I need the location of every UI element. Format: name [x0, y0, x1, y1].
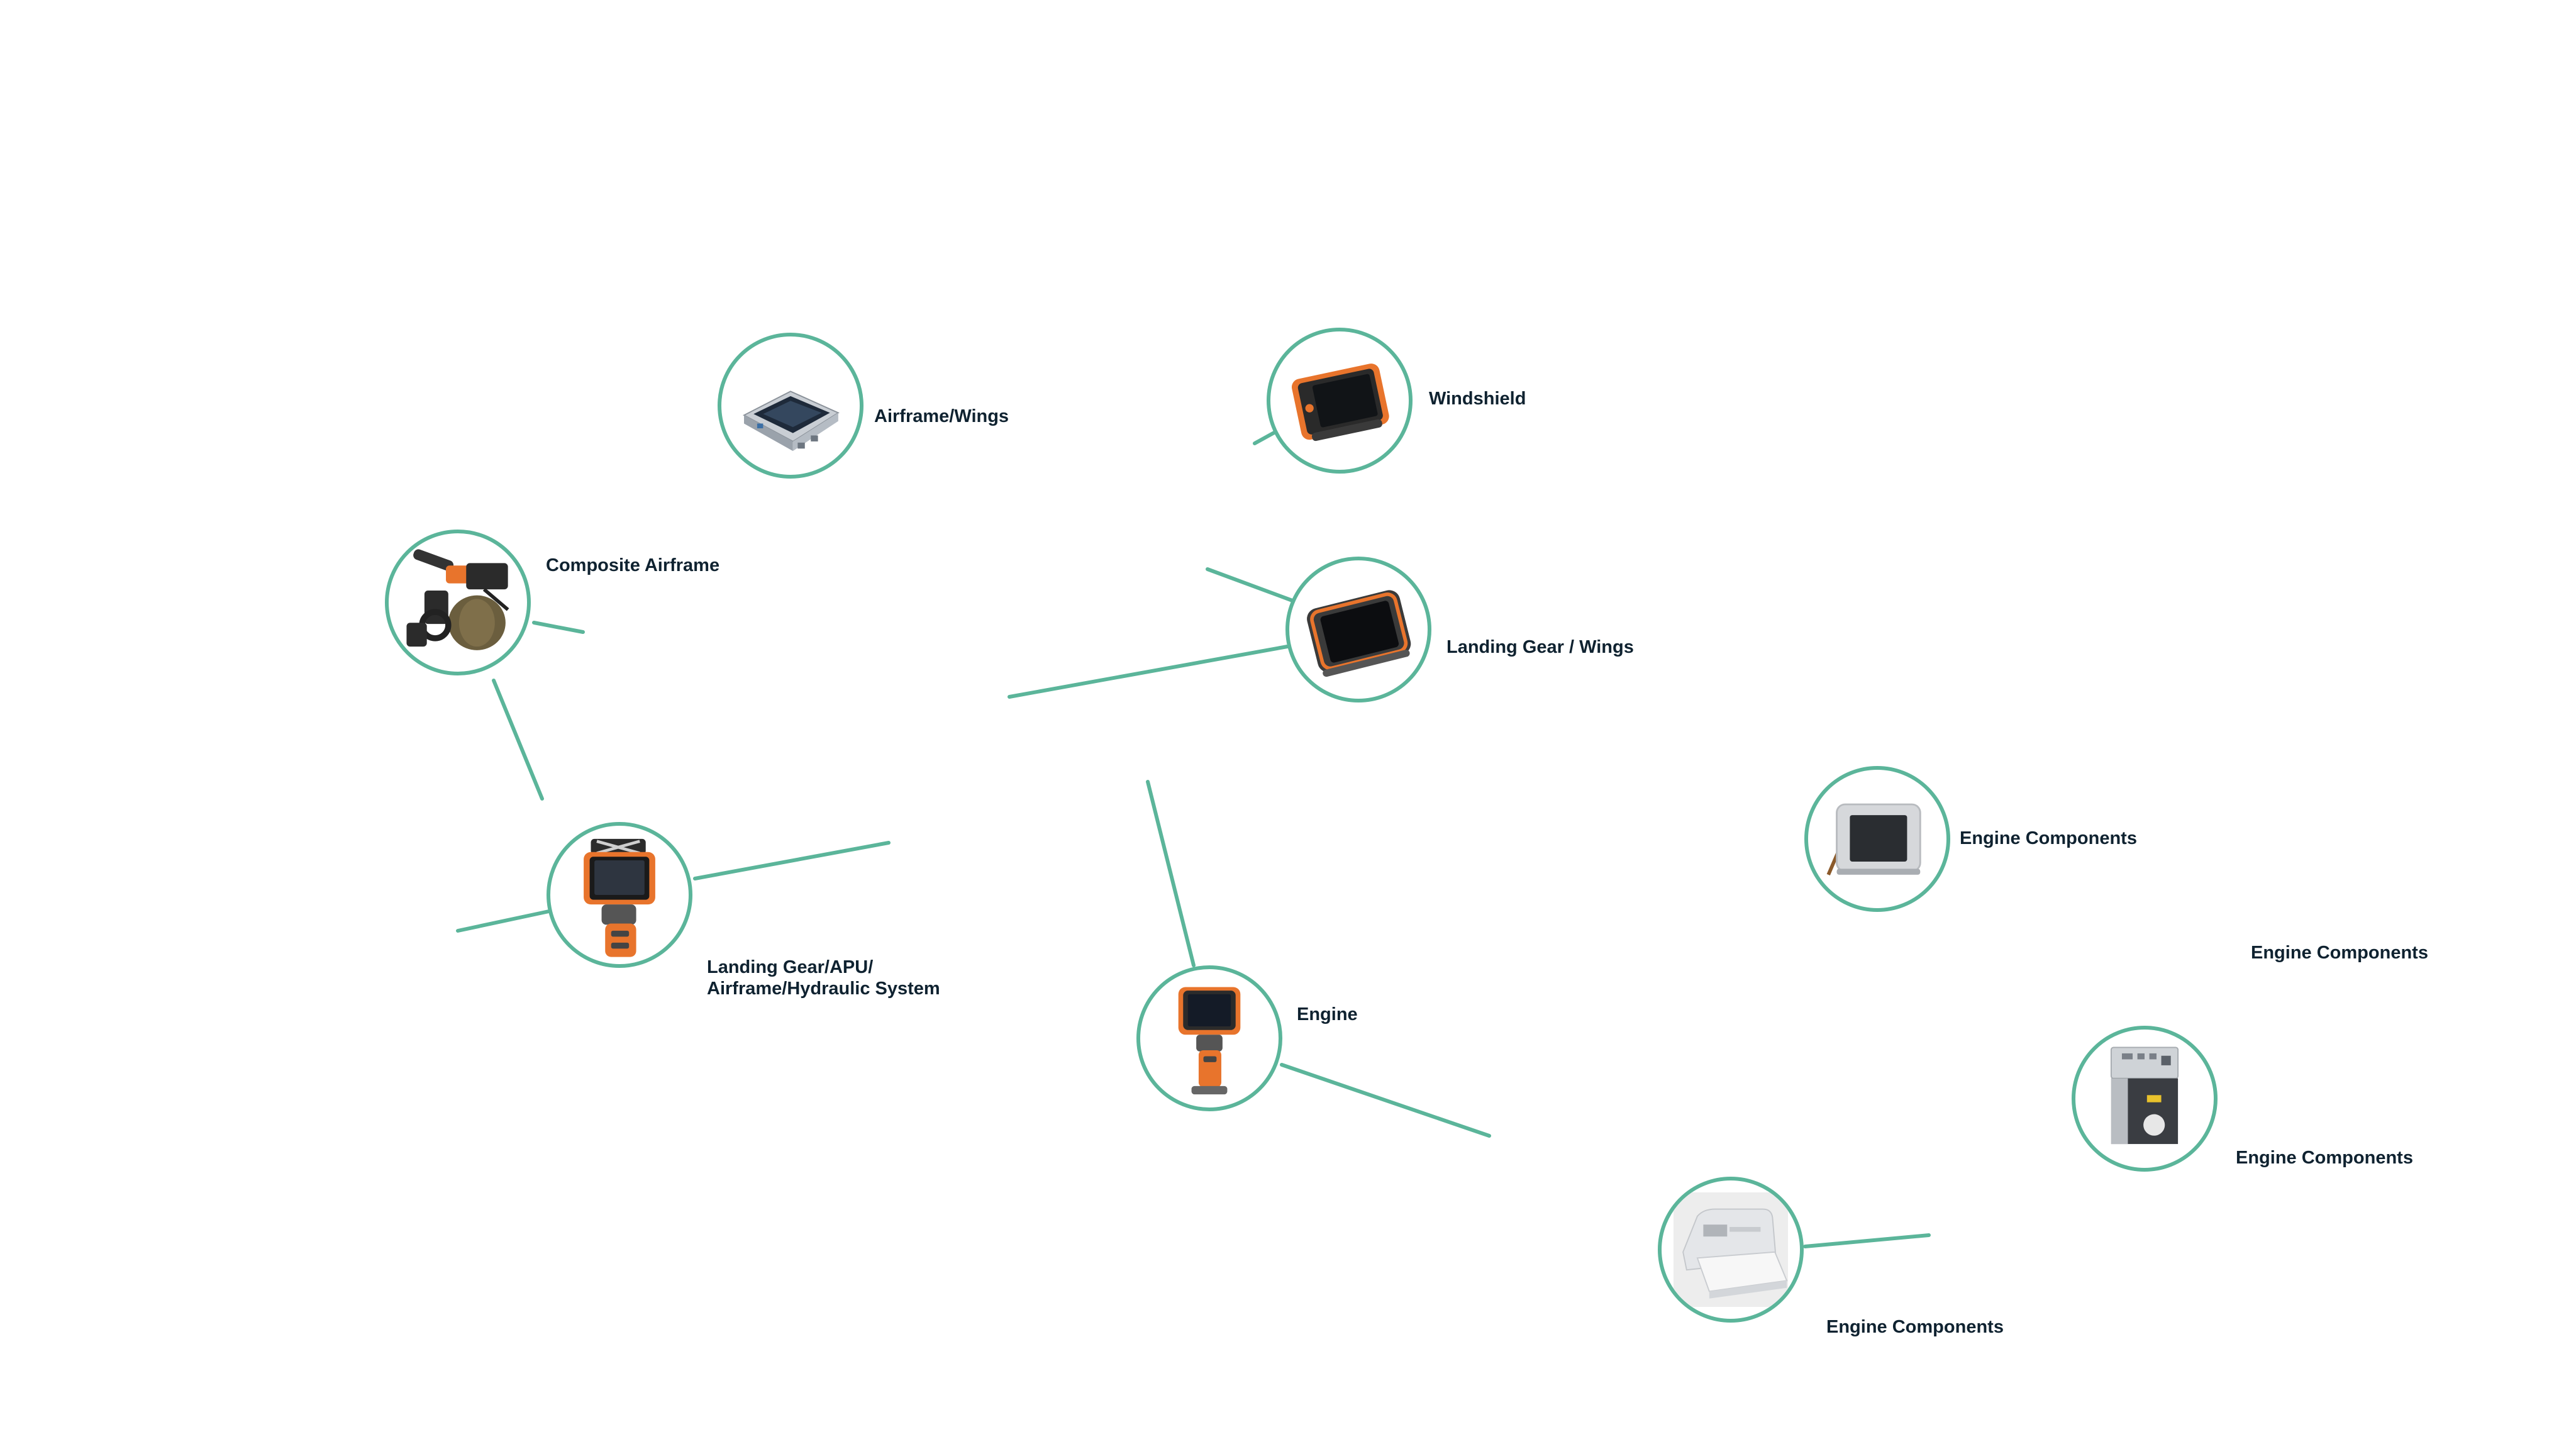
connector-line: [1803, 1233, 1931, 1248]
connector-line: [1280, 1063, 1491, 1138]
node-engine-components-3[interactable]: [2072, 1026, 2218, 1172]
connector-line: [1206, 567, 1294, 602]
rugged-tablet-icon: [1291, 364, 1389, 441]
label-composite-airframe[interactable]: Composite Airframe: [546, 555, 720, 575]
label-engine-components-3[interactable]: Engine Components: [2236, 1148, 2413, 1168]
benchtop-scanner-icon: [1673, 1192, 1789, 1307]
node-engine-components-4[interactable]: [1658, 1177, 1804, 1323]
wheel-probe-scanner-icon: [406, 549, 509, 650]
node-airframe-wings[interactable]: [718, 333, 863, 479]
node-composite-airframe[interactable]: [385, 530, 531, 675]
display-monitor-icon: [1826, 803, 1921, 876]
handheld-videoscope-icon: [584, 838, 655, 957]
connector-line: [1146, 780, 1196, 967]
connector-line: [693, 841, 891, 880]
connector-line: [492, 679, 544, 801]
xray-cabinet-icon: [2110, 1046, 2179, 1145]
label-engine-components-1[interactable]: Engine Components: [1960, 828, 2137, 848]
connector-line: [532, 621, 585, 634]
node-engine-components-1[interactable]: [1804, 766, 1950, 912]
connector-line: [1008, 645, 1289, 699]
node-engine[interactable]: [1136, 965, 1282, 1111]
label-engine-components-2[interactable]: Engine Components: [2251, 943, 2428, 963]
label-landing-gear-wings[interactable]: Landing Gear / Wings: [1446, 637, 1634, 657]
label-windshield[interactable]: Windshield: [1429, 389, 1526, 409]
label-engine-components-4[interactable]: Engine Components: [1826, 1317, 2004, 1337]
rugged-tablet-icon: [1307, 590, 1411, 677]
node-landing-gear-wings[interactable]: [1285, 557, 1431, 702]
label-landing-gear-apu[interactable]: Landing Gear/APU/ Airframe/Hydraulic Sys…: [707, 957, 940, 999]
label-engine[interactable]: Engine: [1297, 1004, 1358, 1024]
handheld-videoscope-icon: [1178, 987, 1241, 1095]
flat-panel-detector-icon: [742, 391, 840, 452]
connector-line: [456, 909, 551, 933]
node-windshield[interactable]: [1267, 328, 1413, 474]
node-landing-gear-apu[interactable]: [547, 822, 692, 968]
label-airframe-wings[interactable]: Airframe/Wings: [874, 406, 1009, 426]
